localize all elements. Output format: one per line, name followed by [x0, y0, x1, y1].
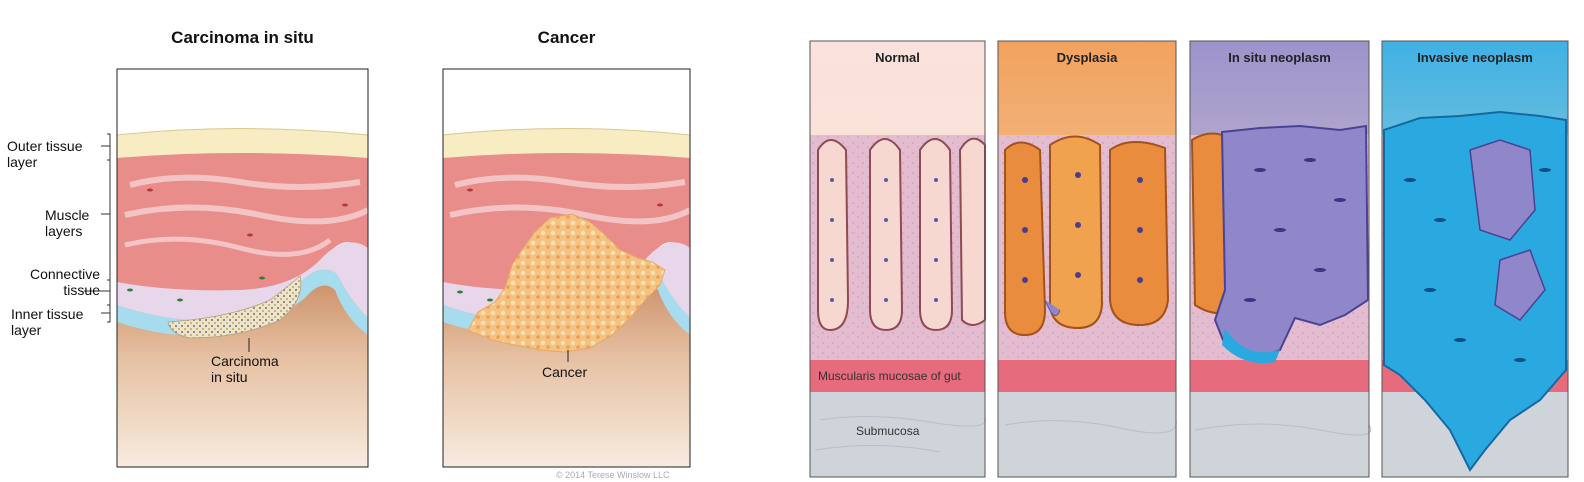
panel-title-invasive-neoplasm: Invasive neoplasm — [1417, 50, 1533, 65]
panel-b-border — [442, 68, 691, 468]
inner-tissue-layer — [117, 269, 368, 336]
muscularis-band — [1190, 360, 1369, 392]
crypt-4 — [958, 137, 986, 326]
panel-invasive-neoplasm — [1382, 41, 1568, 477]
panel-dysplasia — [998, 41, 1177, 477]
submucosa-band — [998, 392, 1176, 477]
panel-a-border — [116, 68, 369, 468]
crypt-2 — [869, 138, 904, 332]
crypt-1 — [817, 139, 850, 332]
label-cancer: Cancer — [542, 364, 588, 380]
muscularis-band — [998, 360, 1176, 392]
copyright-text: © 2014 Terese Winslow LLC — [556, 470, 670, 480]
panel-cancer — [443, 69, 690, 467]
dysplastic-crypt-2 — [1049, 135, 1104, 330]
muscularis-band — [810, 360, 985, 392]
label-submucosa: Submucosa — [856, 424, 920, 438]
panel-title-cancer: Cancer — [537, 28, 596, 47]
dysplastic-crypt-3 — [1109, 141, 1170, 327]
layer-brackets — [84, 133, 111, 323]
panel-carcinoma-in-situ — [117, 69, 368, 467]
label-muscularis-mucosae: Muscularis mucosae of gut — [818, 369, 961, 383]
submucosa-band — [810, 392, 985, 477]
crypt-3 — [919, 138, 954, 332]
panel-title-dysplasia: Dysplasia — [1056, 50, 1118, 65]
submucosa-band — [1190, 392, 1369, 477]
panel-title-in-situ-neoplasm: In situ neoplasm — [1228, 50, 1331, 65]
panel-normal — [810, 41, 986, 477]
panel-title-normal: Normal — [875, 50, 920, 65]
carcinoma-in-situ-cells — [167, 275, 302, 339]
cancer-tumor — [467, 213, 666, 353]
panel-title-carcinoma-in-situ: Carcinoma in situ — [171, 28, 314, 47]
dysplastic-crypt-1 — [1004, 141, 1047, 337]
panel-in-situ-neoplasm — [1190, 41, 1372, 477]
